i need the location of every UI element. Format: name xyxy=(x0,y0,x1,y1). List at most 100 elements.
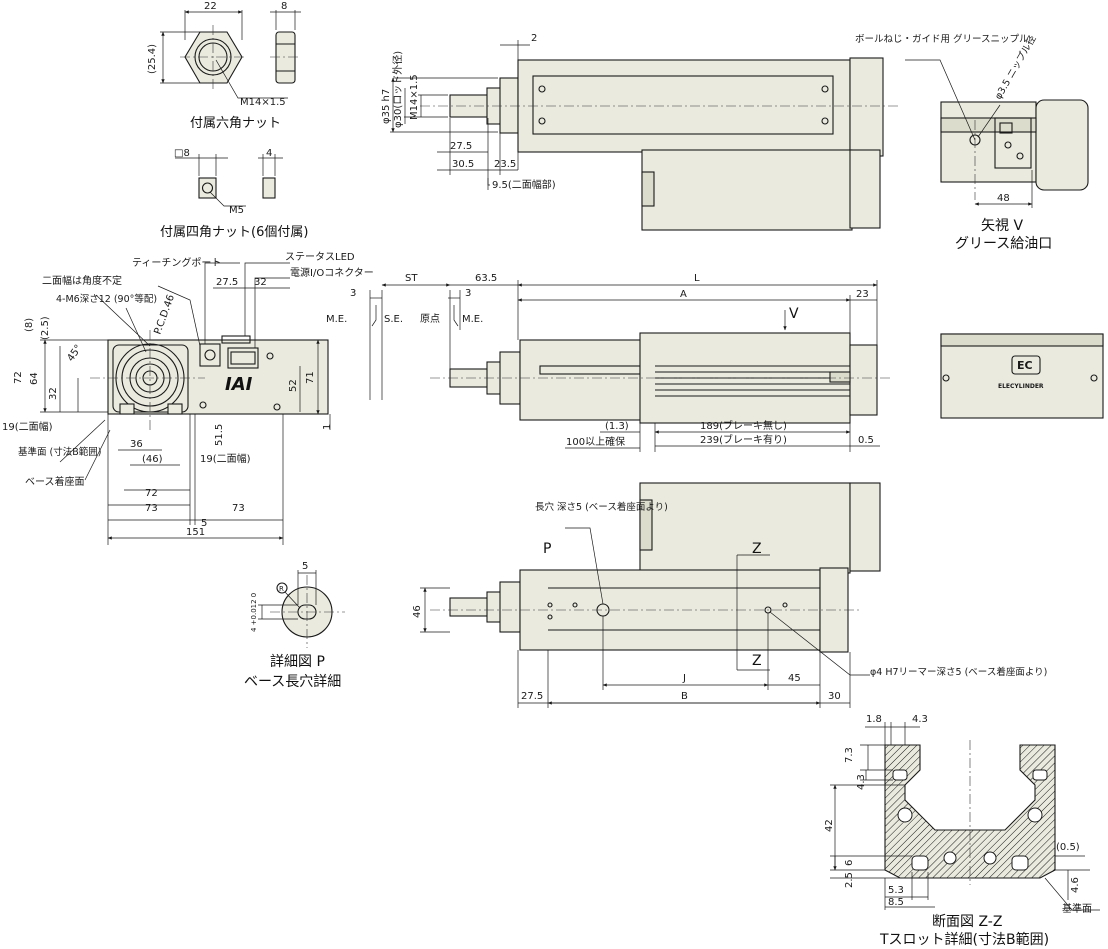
base-seat-callout: ベース着座面 xyxy=(25,475,85,488)
detail-p-dim-4-tol: 4 +0.012 0 xyxy=(250,593,258,632)
mechanical-end-left-label: M.E. xyxy=(326,314,347,325)
bottom-dim-27-5: 27.5 xyxy=(521,691,543,702)
section-dim-0-5: (0.5) xyxy=(1056,842,1080,853)
hex-nut-width-label: 22 xyxy=(204,1,217,12)
section-reference-surface: 基準面 xyxy=(1062,902,1092,915)
detail-p-dim-5: 5 xyxy=(302,561,308,572)
arrow-view-caption: 矢視 V xyxy=(981,218,1023,234)
arrow-view-dim-48: 48 xyxy=(997,193,1010,204)
front-dim-27-5: 27.5 xyxy=(216,277,238,288)
detail-p: 5 4 +0.012 0 R 詳細図 P ベース長穴詳細 xyxy=(244,561,345,690)
square-nut-thread-label: M5 xyxy=(229,205,244,216)
side-dim-239: 239(ブレーキ有り) xyxy=(700,433,787,446)
t-slot-caption: Tスロット詳細(寸法B範囲) xyxy=(879,931,1049,948)
rod-guide-dia-label: φ35 h7 xyxy=(381,89,392,124)
side-dim-stroke: ST xyxy=(405,273,418,284)
side-dim-23: 23 xyxy=(856,289,869,300)
ec-badge: EC xyxy=(1017,359,1033,372)
home-label: 原点 xyxy=(420,313,440,325)
detail-p-radius: R xyxy=(279,585,284,593)
bottom-dim-46: 46 xyxy=(412,605,423,618)
front-view: IAI ティーチングポート ステータスLED 電源I/Oコネクター 二面幅は角度… xyxy=(2,251,374,545)
front-dim-73-right: 73 xyxy=(232,503,245,514)
top-dim-23-5-label: 23.5 xyxy=(494,159,516,170)
section-dim-2-5: 2.5 xyxy=(844,872,855,888)
section-dim-42: 42 xyxy=(824,819,835,832)
bottom-dim-b: B xyxy=(681,691,688,702)
reference-surface-callout: 基準面 (寸法B範囲) xyxy=(18,446,101,458)
front-dim-151: 151 xyxy=(186,527,205,538)
side-dim-0-5: 0.5 xyxy=(858,435,874,446)
hex-nut-thickness-label: 8 xyxy=(281,1,287,12)
stroke-end-label: S.E. xyxy=(384,314,403,325)
top-dim-27-5-label: 27.5 xyxy=(450,141,472,152)
section-z-bottom-marker: Z xyxy=(752,653,762,669)
section-z-top-marker: Z xyxy=(752,541,762,557)
reamer-hole-callout: φ4 H7リーマー深さ5 (ベース着座面より) xyxy=(870,666,1047,678)
grease-nipple-callout: ボールねじ・ガイド用 グリースニップル xyxy=(855,33,1029,45)
detail-p-marker: P xyxy=(543,541,551,557)
status-led-callout: ステータスLED xyxy=(285,251,355,263)
teaching-port-callout: ティーチングポート xyxy=(132,256,221,269)
square-nut-thickness-label: 4 xyxy=(266,148,272,159)
rod-outer-dia-label: φ30(ロッド外径) xyxy=(391,51,404,128)
section-dim-4-3-side: 4.3 xyxy=(856,774,867,790)
hex-nut-views: 22 8 (25.4) M14×1.5 付属六角ナット xyxy=(147,1,301,131)
slot-depth-callout: 長穴 深さ5 (ベース着座面より) xyxy=(535,501,668,513)
front-dim-51-5: 51.5 xyxy=(214,424,225,446)
elecylinder-brand: ELECYLINDER xyxy=(998,383,1044,390)
bottom-dim-45: 45 xyxy=(788,673,801,684)
side-dim-3-left: 3 xyxy=(350,288,356,299)
hex-nut-across-corners-label: (25.4) xyxy=(147,44,158,74)
front-dim-71: 71 xyxy=(305,371,316,384)
square-nut-caption: 付属四角ナット(6個付属) xyxy=(160,225,308,240)
front-dim-5: 5 xyxy=(201,518,207,529)
front-dim-32v: 32 xyxy=(48,387,59,400)
section-dim-7-3: 7.3 xyxy=(844,747,855,763)
bottom-dim-j: J xyxy=(682,673,686,684)
front-dim-52: 52 xyxy=(288,379,299,392)
section-dim-1-8: 1.8 xyxy=(866,714,882,725)
front-dim-46: (46) xyxy=(142,454,163,465)
side-view: 3 ST 63.5 3 L A 23 (1.3) 100以上確保 189(ブレー… xyxy=(326,273,890,452)
square-nut-size-label: □8 xyxy=(174,148,190,159)
square-nut-views: □8 4 M5 付属四角ナット(6個付属) xyxy=(160,148,308,240)
side-dim-100min: 100以上確保 xyxy=(566,435,625,448)
top-dim-30-5-label: 30.5 xyxy=(452,159,474,170)
front-dim-19-left: 19(二面幅) xyxy=(2,420,53,433)
hex-nut-caption: 付属六角ナット xyxy=(190,116,281,131)
section-dim-5-3: 5.3 xyxy=(888,885,904,896)
side-dim-189: 189(ブレーキ無し) xyxy=(700,419,787,432)
front-dim-45deg: 45° xyxy=(65,343,84,364)
top-view: φ35 h7 φ30(ロッド外径) M14×1.5 2 27.5 30.5 23… xyxy=(381,33,900,231)
front-dim-8: (8) xyxy=(24,318,35,332)
side-dim-length-a: A xyxy=(680,289,687,300)
hex-nut-thread-label: M14×1.5 xyxy=(240,97,286,108)
section-dim-4-6: 4.6 xyxy=(1070,877,1081,893)
across-flats-angle-callout: 二面幅は角度不定 xyxy=(42,274,122,287)
top-gap-label: 2 xyxy=(531,33,537,44)
front-dim-36: 36 xyxy=(130,439,143,450)
front-dim-73-left: 73 xyxy=(145,503,158,514)
io-connector-callout: 電源I/Oコネクター xyxy=(290,266,374,279)
side-dim-1-3: (1.3) xyxy=(605,421,629,432)
bottom-view: 長穴 深さ5 (ベース着座面より) P Z Z φ4 H7リーマー深さ5 (ベー… xyxy=(412,482,1047,708)
grease-port-caption: グリース給油口 xyxy=(955,236,1052,252)
bottom-dim-30: 30 xyxy=(828,691,841,702)
detail-p-caption: 詳細図 P xyxy=(270,654,325,670)
front-dim-2-5: (2.5) xyxy=(40,316,51,340)
front-dim-64: 64 xyxy=(29,372,40,385)
section-dim-4-3-top: 4.3 xyxy=(912,714,928,725)
section-caption: 断面図 Z-Z xyxy=(932,914,1002,930)
section-z-z: 1.8 4.3 7.3 4.3 42 6 2.5 5.3 8.5 (0.5) 4… xyxy=(824,714,1100,948)
base-slot-detail-caption: ベース長穴詳細 xyxy=(244,674,341,690)
front-dim-72: 72 xyxy=(13,371,24,384)
view-v-arrow-label: V xyxy=(789,306,799,322)
front-dim-19-right: 19(二面幅) xyxy=(200,452,251,465)
side-dim-3-right: 3 xyxy=(465,288,471,299)
front-dim-1: 1 xyxy=(322,424,333,430)
front-dim-32: 32 xyxy=(254,277,267,288)
top-across-flats-label: 9.5(二面幅部) xyxy=(492,178,556,191)
